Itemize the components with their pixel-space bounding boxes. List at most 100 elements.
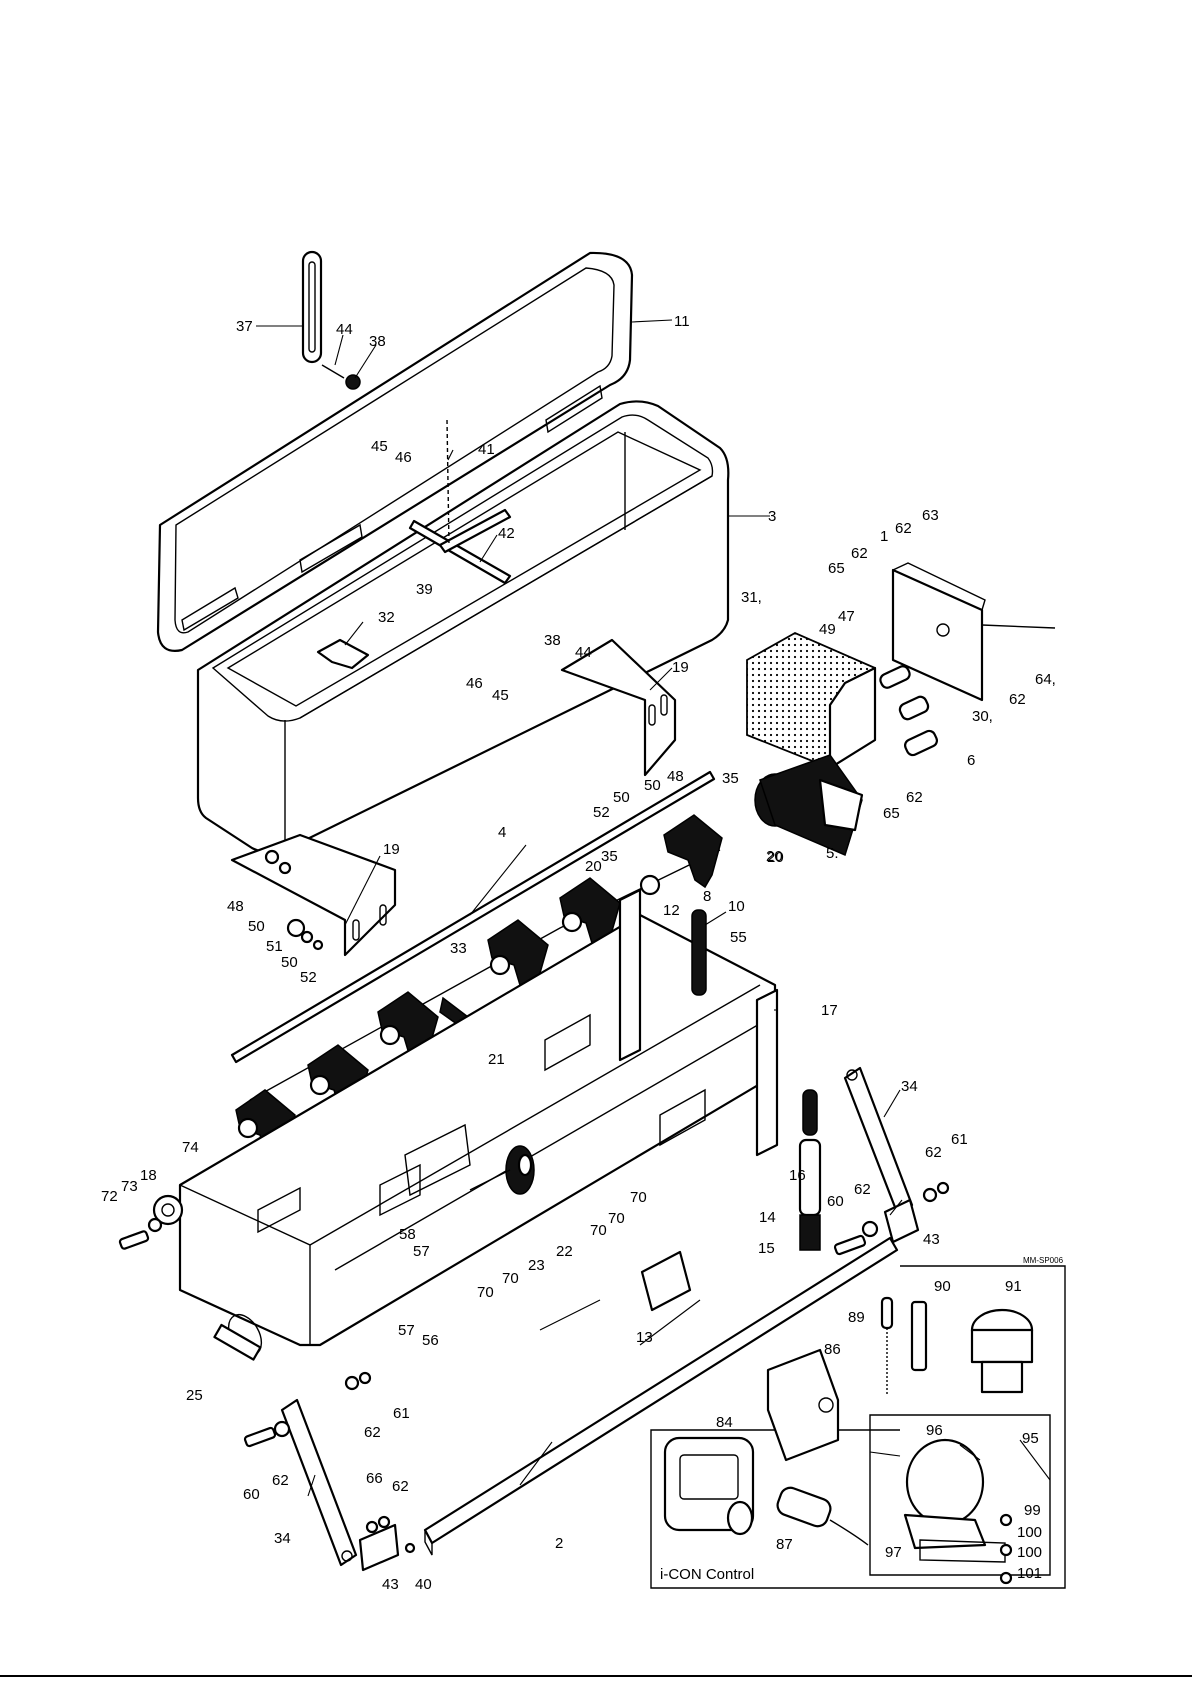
callout-labels: 37 44 38 11 45 46 41 3 42 39 1 62 63 65 …: [101, 313, 1056, 1593]
page-bottom-rule: [0, 1675, 1192, 1677]
callout: 89: [848, 1309, 865, 1326]
hopper-box: [196, 400, 730, 854]
callout: 3: [768, 508, 776, 525]
callout: 57: [398, 1322, 415, 1339]
i-con-control-inset: [650, 1265, 1066, 1589]
control-box: [746, 631, 877, 770]
callout: 62: [1009, 691, 1026, 708]
callout: 45: [371, 438, 388, 455]
callout: 62: [925, 1144, 942, 1161]
callout: 10: [728, 898, 745, 915]
callout: 99: [1024, 1502, 1041, 1519]
callout: 66: [366, 1470, 383, 1487]
callout: 19: [383, 841, 400, 858]
callout: 50: [613, 789, 630, 806]
callout: 48: [227, 898, 244, 915]
callout: 16: [789, 1167, 806, 1184]
callout: 6: [967, 752, 975, 769]
callout: 100: [1017, 1524, 1042, 1541]
callout: 37: [236, 318, 253, 335]
misc-fasteners: [118, 1181, 950, 1554]
bracket-43-left: [358, 1523, 400, 1572]
callout: 60: [243, 1486, 260, 1503]
callout: 50: [281, 954, 298, 971]
hopper-lid: [156, 251, 634, 652]
callout: 38: [369, 333, 386, 350]
callout: 25: [186, 1387, 203, 1404]
hoses: [691, 909, 822, 1251]
callout: 55: [730, 929, 747, 946]
callout: 100: [1017, 1544, 1042, 1561]
callout: 20: [766, 848, 783, 865]
callout: 90: [934, 1278, 951, 1295]
callout: 4: [498, 824, 506, 841]
drawing-reference: MM-SP006: [1023, 1256, 1064, 1265]
callout: 41: [478, 441, 495, 458]
callout: 18: [140, 1167, 157, 1184]
callout: 74: [182, 1139, 199, 1156]
callout: 61: [393, 1405, 410, 1422]
callout: 11: [674, 313, 690, 330]
callout: 34: [901, 1078, 918, 1095]
callout: 52: [593, 804, 610, 821]
callout: 15: [758, 1240, 775, 1257]
callout: 22: [556, 1243, 573, 1260]
callout: 42: [498, 525, 515, 542]
callout: 51: [266, 938, 283, 955]
agitator-stay: [408, 419, 512, 585]
callout: 38: [544, 632, 561, 649]
callout: 52: [300, 969, 317, 986]
link-arm-left: [280, 1398, 358, 1567]
callout: 43: [382, 1576, 399, 1593]
callout: 87: [776, 1536, 793, 1553]
callout: 62: [364, 1424, 381, 1441]
callout: 5.: [826, 845, 839, 862]
callout: 17: [821, 1002, 838, 1019]
callout: 57: [413, 1243, 430, 1260]
callout: 14: [759, 1209, 776, 1226]
callout: 97: [885, 1544, 902, 1561]
callout: 84: [716, 1414, 733, 1431]
callout: 70: [502, 1270, 519, 1287]
callout: 56: [422, 1332, 439, 1349]
callout: 44: [336, 321, 353, 338]
callout: 62: [851, 545, 868, 562]
callout: 49: [819, 621, 836, 638]
callout: 65: [883, 805, 900, 822]
drive-motor: [754, 754, 864, 857]
callout: 35: [601, 848, 618, 865]
callout: 70: [630, 1189, 647, 1206]
inset-title: i-CON Control: [660, 1566, 754, 1583]
callout: 70: [477, 1284, 494, 1301]
callout: 35: [722, 770, 739, 787]
callout: 101: [1017, 1565, 1042, 1582]
callout: 91: [1005, 1278, 1022, 1295]
callout: 19: [672, 659, 689, 676]
callout: 62: [895, 520, 912, 537]
callout: 20: [585, 858, 602, 875]
bracket-43-right: [883, 1198, 920, 1244]
callout: 48: [667, 768, 684, 785]
callout: 47: [838, 608, 855, 625]
callout: 13: [636, 1329, 653, 1346]
callout: 45: [492, 687, 509, 704]
side-bracket-left: [230, 833, 397, 957]
callout: 63: [922, 507, 939, 524]
callout: 39: [416, 581, 433, 598]
left-fasteners: [264, 849, 324, 951]
callout: 73: [121, 1178, 138, 1195]
motor-shaft-parts: [879, 624, 1056, 757]
callout: 86: [824, 1341, 841, 1358]
callout: 8: [703, 888, 711, 905]
callout: 62: [906, 789, 923, 806]
callout: 40: [415, 1576, 432, 1593]
callout: 64,: [1035, 671, 1056, 688]
callout: 58: [399, 1226, 416, 1243]
lid-stay: [301, 250, 361, 390]
callout: 50: [248, 918, 265, 935]
callout: 43: [923, 1231, 940, 1248]
callout: 12: [663, 902, 680, 919]
callout: 60: [827, 1193, 844, 1210]
